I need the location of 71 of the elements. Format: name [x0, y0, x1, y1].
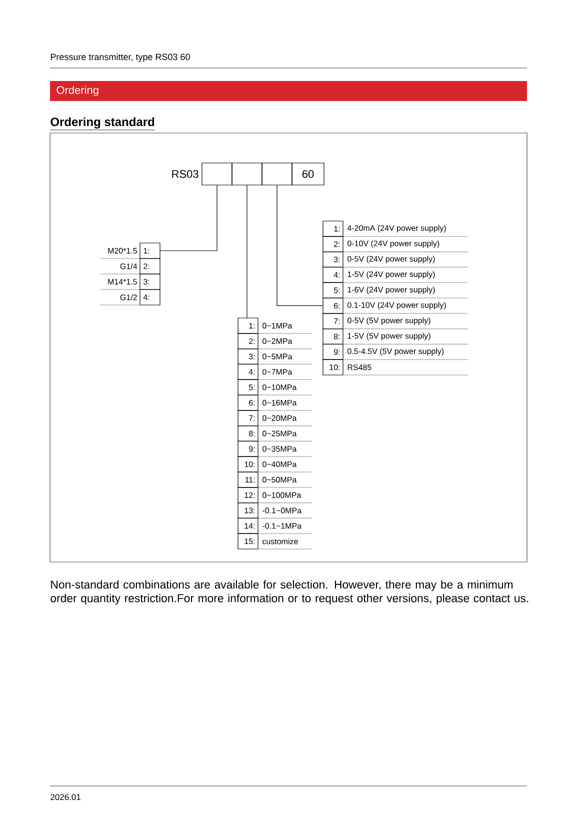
node-label: 1-5V (5V power supply): [348, 332, 430, 340]
option-row: 3: 0-5V (24V power supply): [322, 252, 468, 268]
node-label: 4-20mA (24V power supply): [347, 224, 446, 232]
node-label: G1/2: [120, 294, 137, 300]
option-row: 9: 0.5-4.5V (5V power supply): [322, 344, 468, 360]
node-label: 0~10MPa: [262, 384, 297, 390]
code-box: 60: [292, 162, 324, 186]
node-label: 0.1-10V (24V power supply): [348, 302, 446, 310]
node-label: 0~1MPa: [262, 322, 292, 329]
node-label: 0-5V (24V power supply): [348, 256, 435, 264]
option-row: 7: 0-5V (5V power supply): [322, 313, 468, 330]
option-row: 13: -0.1~0MPa: [238, 502, 312, 519]
node-label: 0~50MPa: [262, 476, 297, 483]
option-row: 3: 0~5MPa: [238, 348, 312, 365]
connector-line: [160, 185, 218, 252]
footer-text: 2026.01: [50, 794, 80, 800]
code-prefix: RS03: [172, 170, 198, 178]
option-row: 1: 0~1MPa: [238, 318, 312, 334]
node-label: -0.1~1MPa: [262, 523, 302, 529]
code-box: [202, 162, 232, 186]
section-title: Ordering standard: [50, 117, 156, 130]
node-label: 0.5-4.5V (5V power supply): [348, 348, 444, 356]
option-row: G1/2 4:: [100, 289, 160, 306]
option-row: 15: customize: [238, 533, 312, 550]
code-box: [262, 162, 292, 186]
node-label: 0~100MPa: [262, 492, 302, 498]
option-row: 5: 1-6V (24V power supply): [322, 282, 468, 298]
node-label: M20*1.5: [108, 248, 137, 254]
node-label: 0~35MPa: [262, 446, 297, 452]
option-row: 8: 0~25MPa: [238, 426, 312, 442]
note-paragraph: Non-standard combinations are available for selection. However, there may be a minimum order quantity restriction.For more information or to request other versions, please contact us.: [50, 580, 528, 605]
option-row: 6: 0.1-10V (24V power supply): [322, 298, 468, 314]
option-row: 10: RS485: [322, 359, 468, 376]
node-label: -0.1~0MPa: [262, 508, 302, 514]
connector-line: [276, 185, 324, 306]
option-row: 5: 0~10MPa: [238, 379, 312, 396]
option-row: M20*1.5 1:: [100, 242, 160, 259]
node-label: 0~2MPa: [262, 338, 292, 344]
node-label: 1-6V (24V power supply): [348, 286, 435, 294]
node-label: 0~25MPa: [262, 430, 297, 436]
node-label: 0~40MPa: [262, 461, 297, 468]
node-label: 0~16MPa: [262, 400, 297, 406]
option-row: M14*1.5 3:: [100, 274, 160, 290]
option-row: 14: -0.1~1MPa: [238, 518, 312, 534]
connector-line: [246, 185, 248, 318]
option-row: G1/4 2:: [100, 258, 160, 274]
node-label: 1-5V (24V power supply): [348, 271, 435, 279]
option-row: 7: 0~20MPa: [238, 410, 312, 426]
option-row: 2: 0~2MPa: [238, 333, 312, 350]
option-row: 4: 0~7MPa: [238, 364, 312, 380]
node-label: 0-5V (5V power supply): [348, 317, 430, 325]
node-label: M14*1.5: [108, 278, 137, 285]
option-row: 6: 0~16MPa: [238, 394, 312, 411]
node-label: 0-10V (24V power supply): [348, 240, 440, 248]
option-row: 2: 0-10V (24V power supply): [322, 236, 468, 252]
code-box: [232, 162, 262, 186]
option-row: 9: 0~35MPa: [238, 440, 312, 457]
option-row: 1: 4-20mA (24V power supply): [322, 220, 468, 237]
option-row: 12: 0~100MPa: [238, 487, 312, 504]
section-band: Ordering: [50, 81, 527, 101]
node-label: RS485: [348, 364, 372, 370]
node-label: customize: [262, 538, 298, 544]
node-label: 0~20MPa: [262, 415, 297, 421]
option-row: 11: 0~50MPa: [238, 472, 312, 488]
option-row: 4: 1-5V (24V power supply): [322, 266, 468, 283]
node-label: G1/4: [120, 263, 138, 270]
option-row: 10: 0~40MPa: [238, 456, 312, 472]
node-label: 0~7MPa: [262, 369, 292, 375]
header-text: Pressure transmitter, type RS03 60: [50, 53, 190, 62]
node-label: 0~5MPa: [262, 354, 292, 360]
option-row: 8: 1-5V (5V power supply): [322, 328, 468, 345]
